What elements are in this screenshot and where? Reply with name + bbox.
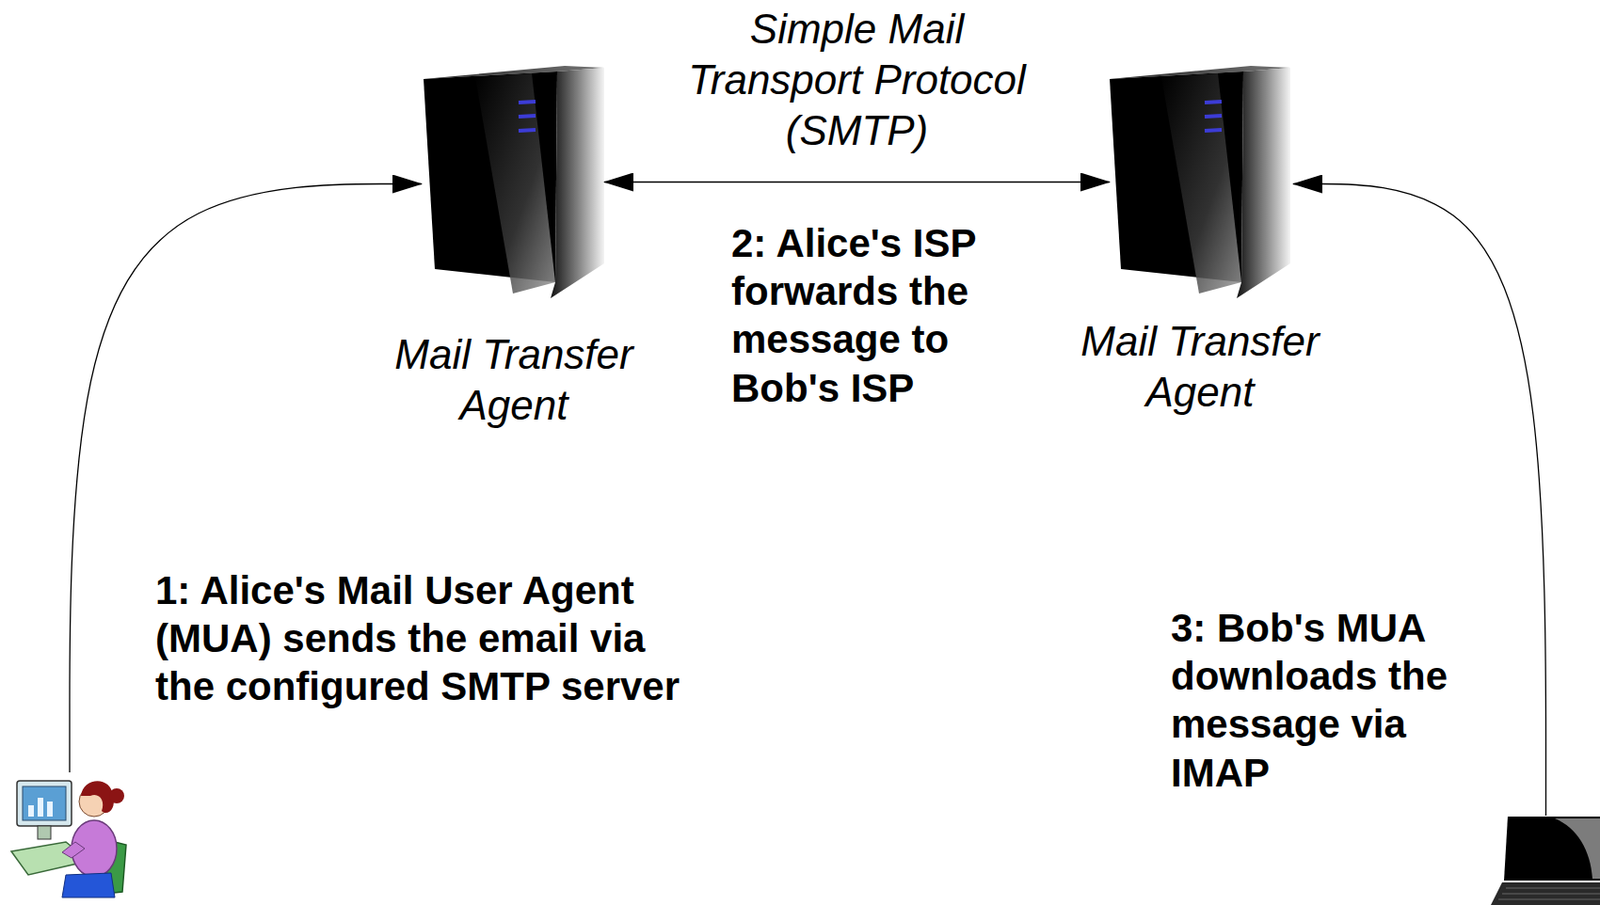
screen-bar xyxy=(47,801,53,817)
double-arrow xyxy=(604,181,1110,183)
hair-bun xyxy=(109,788,125,804)
monitor-stand xyxy=(37,826,51,840)
alice-figure xyxy=(11,781,127,898)
step-text: 3: Bob's MUA downloads the message via I… xyxy=(1170,604,1467,798)
step-text: 1: Alice's Mail User Agent (MUA) sends t… xyxy=(155,566,688,712)
step-text: 2: Alice's ISP forwards the message to B… xyxy=(731,219,1016,413)
arm xyxy=(62,842,85,859)
user-node: 1: Alice's Mail User Agent (MUA) sends t… xyxy=(8,772,131,898)
laptop-base xyxy=(1490,882,1600,905)
screen-bar xyxy=(37,798,44,817)
laptop-keys xyxy=(1498,888,1600,900)
screen xyxy=(22,786,66,821)
monitor xyxy=(16,781,72,827)
protocol-label: Simple Mail Transport Protocol (SMTP) xyxy=(671,3,1043,156)
laptop-reflection xyxy=(1554,818,1600,880)
legs xyxy=(62,873,115,898)
bob-laptop xyxy=(1490,816,1600,905)
screen-bar xyxy=(28,805,34,817)
hair xyxy=(80,781,114,814)
user-node: 3: Bob's MUA downloads the message via I… xyxy=(1491,816,1600,905)
server-caption: Mail Transfer Agent xyxy=(377,329,651,431)
laptop-screen xyxy=(1504,816,1600,881)
server-caption: Mail Transfer Agent xyxy=(1063,316,1337,417)
server-icon xyxy=(423,65,605,299)
server-icon xyxy=(1109,65,1291,299)
server-node: Mail Transfer Agent xyxy=(423,65,605,299)
server-node: Mail Transfer Agent xyxy=(1109,65,1291,299)
